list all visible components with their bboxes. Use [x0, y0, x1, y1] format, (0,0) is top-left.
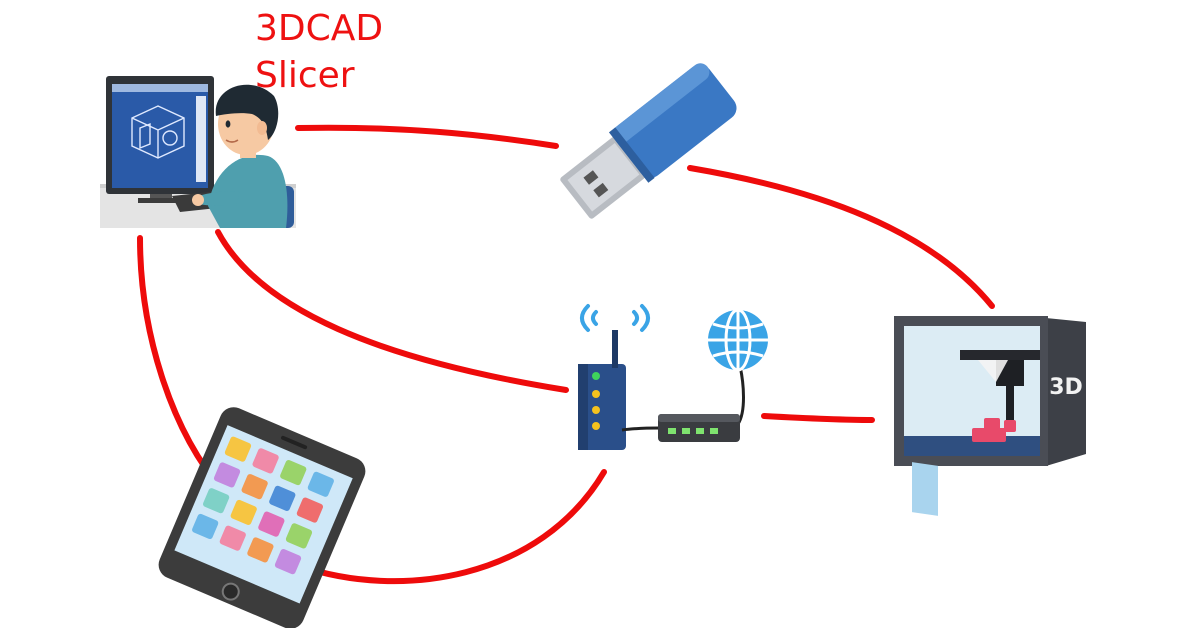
printer-panel-text: 3D [1049, 375, 1083, 400]
line-pc-to-router [215, 229, 569, 393]
line-phone-to-router [297, 469, 607, 585]
line-usb-to-printer [687, 165, 995, 309]
usb-drive-icon [560, 63, 737, 219]
globe-icon [708, 308, 768, 372]
software-label: 3DCAD Slicer [255, 8, 383, 96]
line-pc-to-usb [295, 124, 559, 149]
label-3dcad: 3DCAD [255, 8, 383, 49]
label-slicer: Slicer [255, 55, 355, 96]
smartphone-icon [158, 407, 366, 629]
3d-printer-icon: 3D [894, 316, 1086, 516]
network-hub-icon [621, 365, 745, 442]
line-hub-to-printer [761, 413, 875, 423]
computer-user-icon [100, 76, 296, 228]
wifi-router-icon [578, 304, 650, 450]
